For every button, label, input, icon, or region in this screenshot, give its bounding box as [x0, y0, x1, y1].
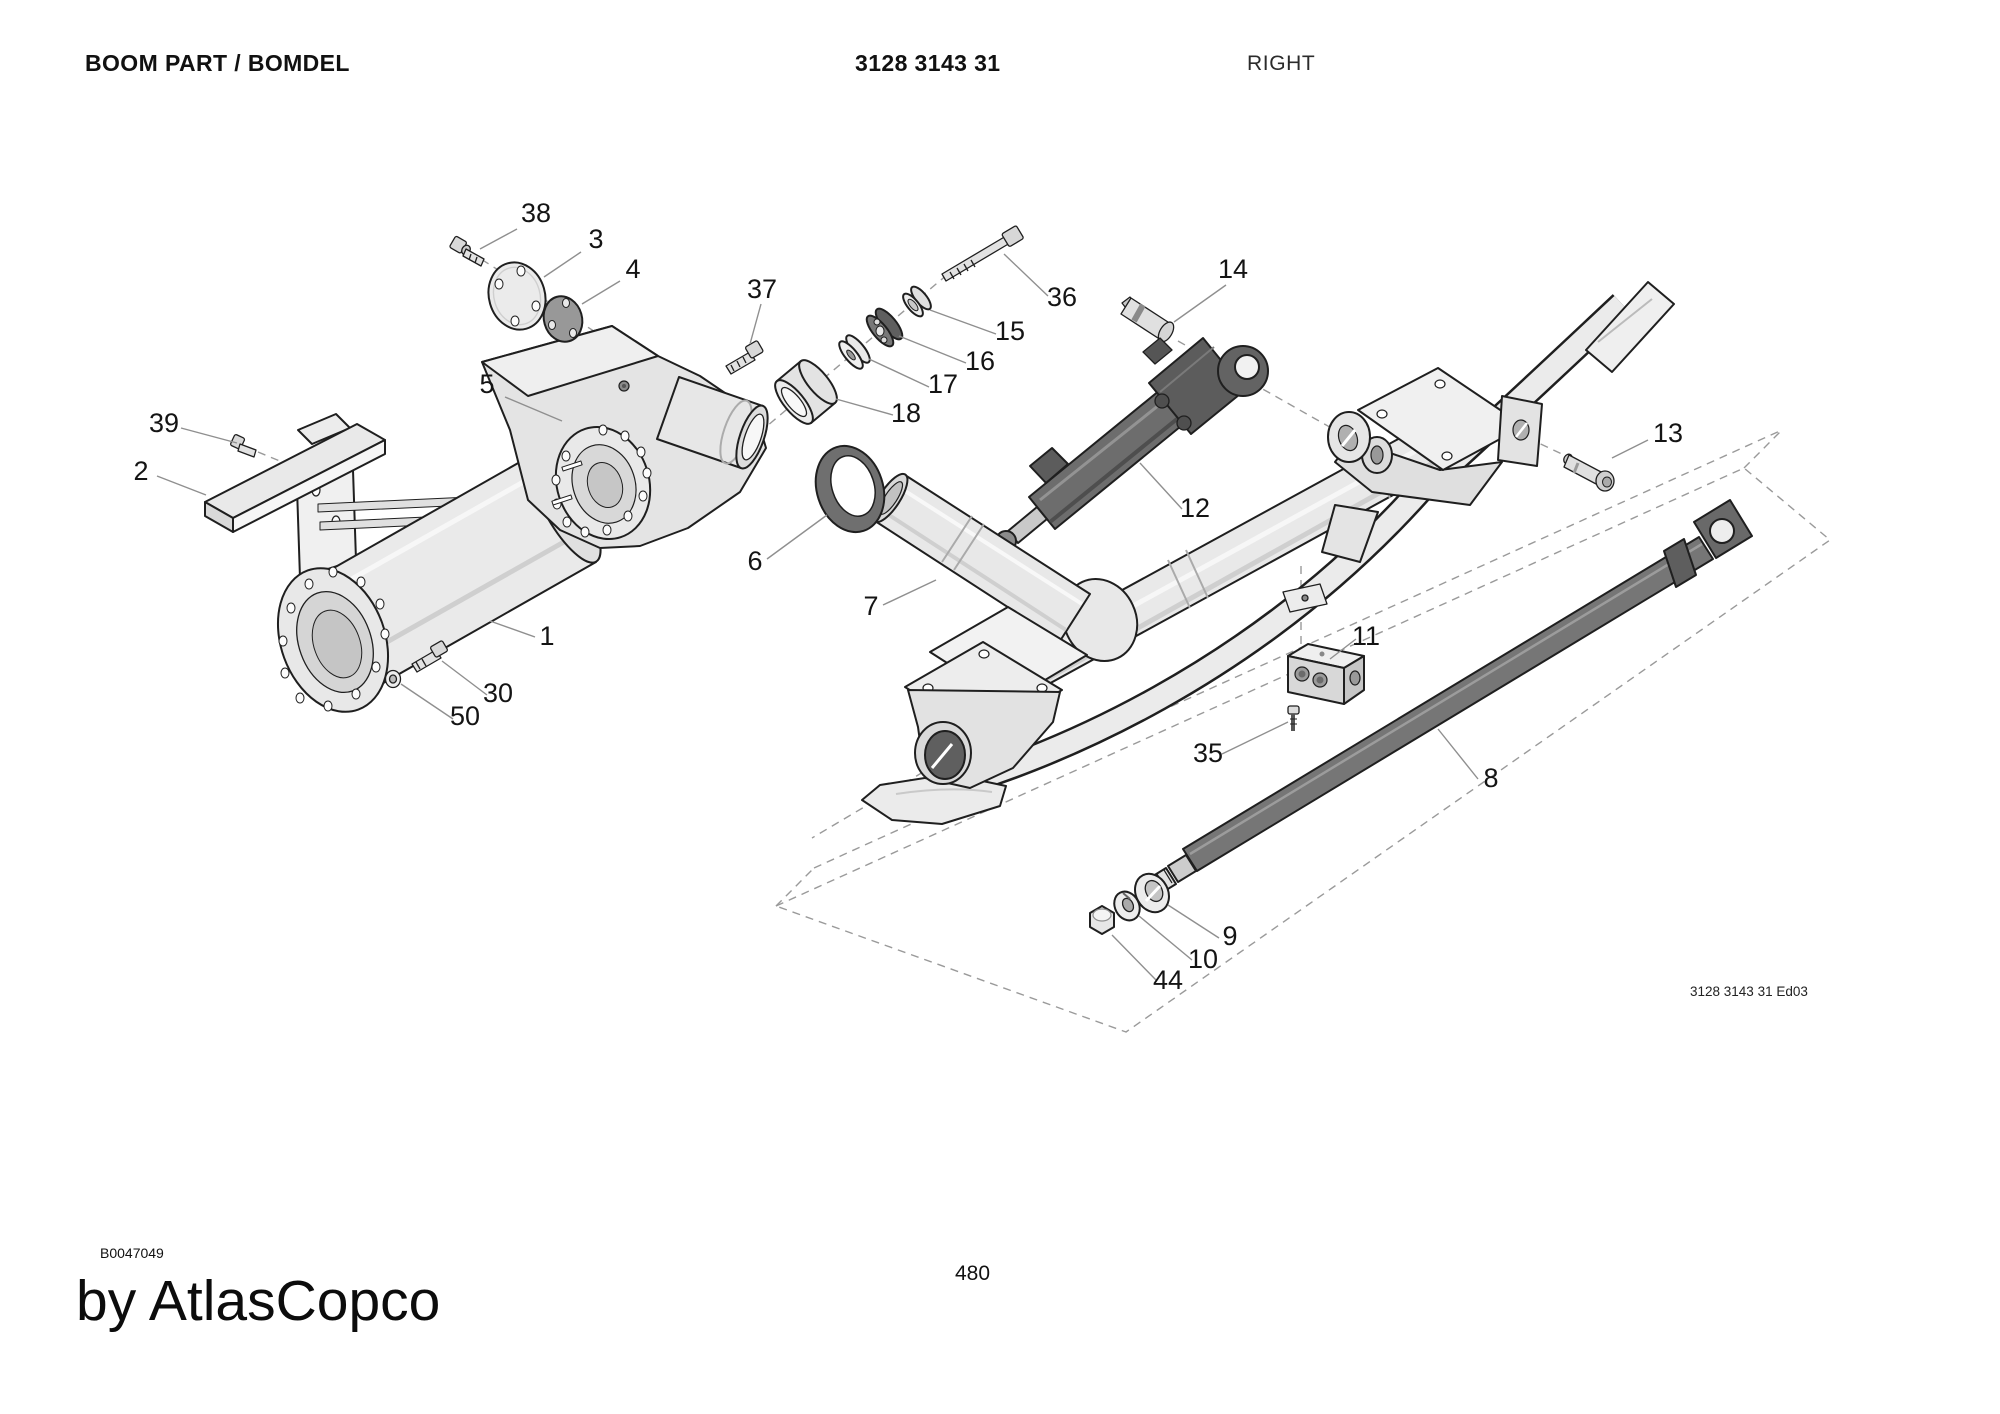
callout-5: 5: [479, 369, 494, 399]
callout-38: 38: [521, 198, 551, 228]
callout-6: 6: [747, 546, 762, 576]
side-label: RIGHT: [1247, 52, 1316, 75]
drawing-number: 3128 3143 31: [855, 50, 1001, 76]
part-15-bushing: [902, 285, 932, 318]
part-30-bolt: [411, 640, 448, 673]
tube-holder-bracket-left: [904, 606, 1088, 789]
callout-30: 30: [483, 678, 513, 708]
callout-7: 7: [863, 591, 878, 621]
hose-pad: [1282, 583, 1328, 613]
callout-14: 14: [1218, 254, 1248, 284]
part-3-cover-disc: [487, 261, 547, 331]
callout-50: 50: [450, 701, 480, 731]
cylinder-mount-bracket: [1321, 367, 1543, 563]
part-5-boom-holder: [481, 325, 769, 549]
part-13-screw: [1563, 453, 1615, 492]
callout-37: 37: [747, 274, 777, 304]
callout-44: 44: [1153, 965, 1183, 995]
brand-watermark: by AtlasCopco: [76, 1269, 441, 1333]
callout-3: 3: [588, 224, 603, 254]
callout-10: 10: [1188, 944, 1218, 974]
callout-18: 18: [891, 398, 921, 428]
page-title: BOOM PART / BOMDEL: [85, 50, 350, 76]
callout-labels: 38 3 4 37 36 15 16 17 18 14 5 39 2 13 6 …: [133, 198, 1683, 995]
part-38-screw: [449, 235, 485, 267]
callout-36: 36: [1047, 282, 1077, 312]
callout-8: 8: [1483, 763, 1498, 793]
part-6-seal-ring: [814, 444, 886, 534]
part-35-screw: [1287, 705, 1300, 731]
callout-11: 11: [1352, 621, 1380, 651]
part-44-nut: [1089, 905, 1115, 935]
callout-16: 16: [965, 346, 995, 376]
callout-12: 12: [1180, 493, 1210, 523]
part-39-screw: [230, 434, 257, 458]
part-1-cylinder: [276, 452, 602, 713]
page-number: 480: [955, 1262, 991, 1285]
part-14-grease-nipple: [1120, 296, 1175, 343]
callout-1: 1: [539, 621, 554, 651]
part-4-disc: [542, 295, 584, 343]
edition-reference: 3128 3143 31 Ed03: [1690, 984, 1808, 999]
callout-39: 39: [149, 408, 179, 438]
part-37-bolt: [725, 340, 764, 375]
callout-9: 9: [1222, 921, 1237, 951]
part-16-collar: [865, 307, 904, 348]
callout-17: 17: [928, 369, 958, 399]
part-18-bushing-sleeve: [774, 359, 838, 425]
part-11-valve-block: [1287, 643, 1365, 705]
part-17-washer-disc: [838, 334, 871, 370]
part-50-washer: [384, 669, 402, 689]
callout-leader-lines: [156, 228, 1649, 981]
part-10-lock-washer: [1113, 890, 1141, 922]
callout-15: 15: [995, 316, 1025, 346]
callout-4: 4: [625, 254, 640, 284]
callout-35: 35: [1193, 738, 1223, 768]
drawing-code: B0047049: [100, 1245, 164, 1261]
part-2-angle-bracket: [204, 423, 386, 533]
part-36-bolt: [941, 225, 1024, 282]
callout-2: 2: [133, 456, 148, 486]
callout-13: 13: [1653, 418, 1683, 448]
part-9-washer: [1134, 872, 1170, 914]
